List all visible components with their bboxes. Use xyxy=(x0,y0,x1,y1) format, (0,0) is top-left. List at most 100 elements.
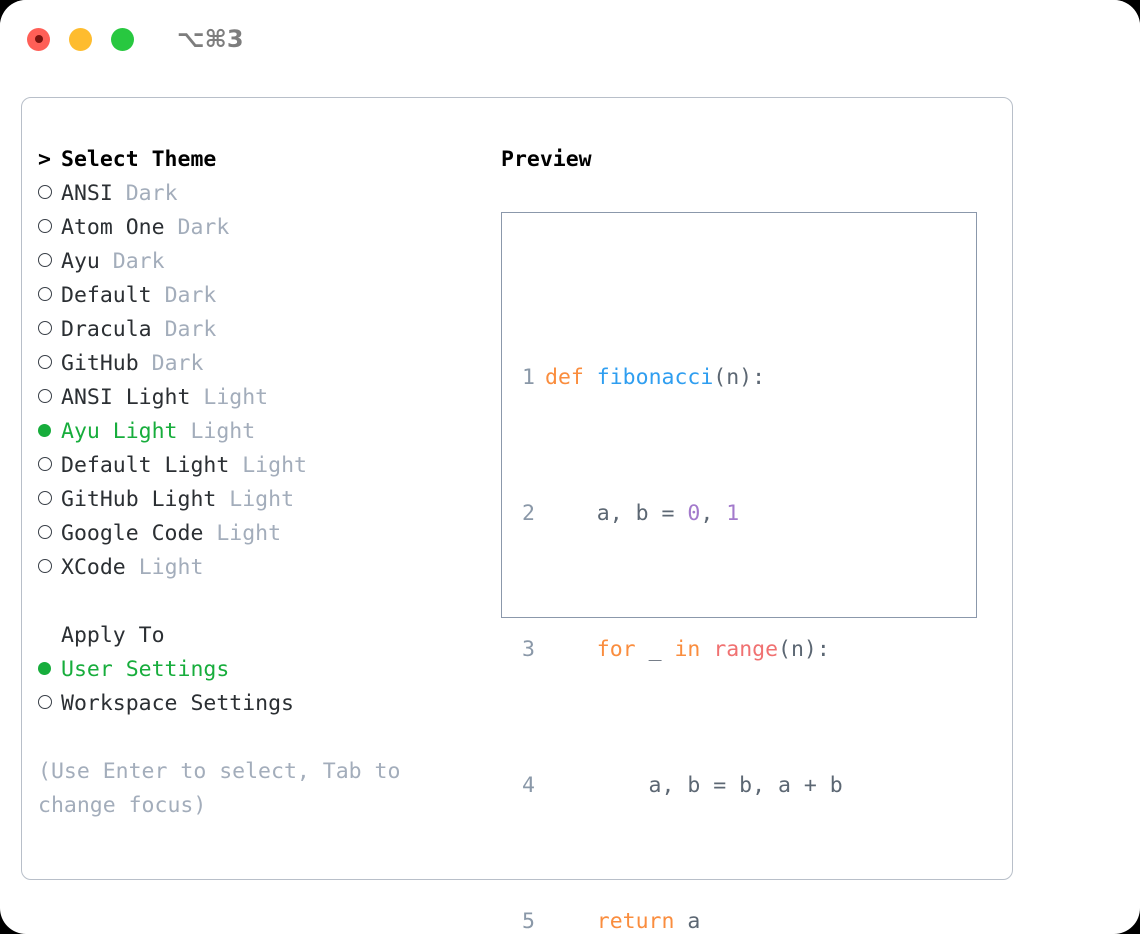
radio-unselected-icon[interactable] xyxy=(38,381,61,415)
radio-unselected-icon[interactable] xyxy=(38,313,61,347)
title-bar: ⌥⌘3 xyxy=(0,0,1140,78)
radio-selected-icon[interactable] xyxy=(38,415,61,449)
token-plain xyxy=(545,909,597,934)
traffic-light-controls xyxy=(27,27,134,51)
radio-unselected-icon[interactable] xyxy=(38,177,61,211)
token-function: fibonacci xyxy=(596,365,714,390)
theme-tag: Dark xyxy=(164,317,217,342)
theme-tag: Light xyxy=(190,419,256,444)
theme-list-item[interactable]: Ayu Dark xyxy=(38,245,478,279)
select-theme-heading-label: Select Theme xyxy=(61,147,217,172)
theme-tag: Light xyxy=(229,487,295,512)
theme-list-item[interactable]: Default Dark xyxy=(38,279,478,313)
apply-to-indent xyxy=(38,619,61,653)
radio-unselected-icon[interactable] xyxy=(38,449,61,483)
select-theme-heading: > Select Theme xyxy=(38,143,478,177)
line-number: 3 xyxy=(522,637,535,662)
line-number: 4 xyxy=(522,773,535,798)
theme-list-item[interactable]: GitHub Light Light xyxy=(38,483,478,517)
theme-name: XCode xyxy=(61,555,126,580)
theme-tag: Light xyxy=(138,555,204,580)
radio-unselected-icon[interactable] xyxy=(38,551,61,585)
radio-unselected-icon[interactable] xyxy=(38,279,61,313)
radio-unselected-icon[interactable] xyxy=(38,211,61,245)
token-keyword: in xyxy=(674,637,701,662)
theme-name: Default xyxy=(61,283,152,308)
zoom-button[interactable] xyxy=(111,27,134,51)
token-space xyxy=(584,365,597,390)
theme-list-item[interactable]: ANSI Dark xyxy=(38,177,478,211)
token-keyword: return xyxy=(596,909,675,934)
theme-list-item[interactable]: Dracula Dark xyxy=(38,313,478,347)
code-line: 5 return a xyxy=(517,905,882,934)
token-number: 1 xyxy=(726,501,740,526)
token-plain xyxy=(545,637,597,662)
theme-name: Ayu Light xyxy=(61,419,178,444)
token-plain: a, b = xyxy=(545,501,688,526)
theme-list-item[interactable]: ANSI Light Light xyxy=(38,381,478,415)
theme-name: GitHub Light xyxy=(61,487,217,512)
radio-unselected-icon[interactable] xyxy=(38,517,61,551)
token-plain: a xyxy=(674,909,701,934)
theme-name: Default Light xyxy=(61,453,230,478)
section-spacer xyxy=(38,585,478,619)
radio-unselected-icon[interactable] xyxy=(38,483,61,517)
theme-tag: Light xyxy=(216,521,282,546)
code-line: 4 a, b = b, a + b xyxy=(517,769,882,803)
radio-unselected-icon[interactable] xyxy=(38,347,61,381)
preview-heading: Preview xyxy=(501,147,592,172)
theme-list-item[interactable]: Google Code Light xyxy=(38,517,478,551)
token-punct: (n): xyxy=(713,365,766,390)
window-title: ⌥⌘3 xyxy=(177,25,244,53)
keyboard-hint: (Use Enter to select, Tab to change focu… xyxy=(38,759,414,818)
apply-to-group: Apply To User Settings Workspace Setting… xyxy=(38,619,478,721)
theme-tag: Light xyxy=(242,453,307,478)
apply-to-option-user[interactable]: User Settings xyxy=(38,653,478,687)
token-plain: _ xyxy=(635,637,675,662)
theme-list-item[interactable]: Atom One Dark xyxy=(38,211,478,245)
theme-list-item[interactable]: GitHub Dark xyxy=(38,347,478,381)
token-plain: a, b = b, a + b xyxy=(545,773,843,798)
token-punct: (n): xyxy=(778,637,830,662)
radio-unselected-icon[interactable] xyxy=(38,245,61,279)
theme-list-item[interactable]: Default Light Light xyxy=(38,449,478,483)
token-builtin: range xyxy=(713,637,779,662)
line-number: 5 xyxy=(522,909,535,934)
theme-tag: Dark xyxy=(164,283,217,308)
theme-tag: Dark xyxy=(151,351,204,376)
theme-list-item[interactable]: XCode Light xyxy=(38,551,478,585)
theme-list: ANSI Dark Atom One Dark Ayu Dark Default… xyxy=(38,177,478,585)
theme-name: Google Code xyxy=(61,521,204,546)
theme-name: Atom One xyxy=(61,215,165,240)
focus-caret-icon: > xyxy=(38,147,64,172)
theme-tag: Dark xyxy=(177,215,230,240)
code-line: 2 a, b = 0, 1 xyxy=(517,497,882,531)
theme-selector-column: > Select Theme ANSI Dark Atom One Dark A… xyxy=(38,143,478,823)
apply-to-heading: Apply To xyxy=(38,619,478,653)
theme-tag: Dark xyxy=(125,181,178,206)
theme-list-item-selected[interactable]: Ayu Light Light xyxy=(38,415,478,449)
theme-tag: Dark xyxy=(112,249,165,274)
apply-to-option-workspace[interactable]: Workspace Settings xyxy=(38,687,478,721)
apply-to-option-label: Workspace Settings xyxy=(61,691,294,716)
theme-name: Ayu xyxy=(61,249,100,274)
token-number: 0 xyxy=(687,501,701,526)
theme-name: Dracula xyxy=(61,317,152,342)
theme-name: ANSI xyxy=(61,181,113,206)
close-button[interactable] xyxy=(27,27,50,51)
token-plain: , xyxy=(700,501,727,526)
theme-name: GitHub xyxy=(61,351,139,376)
radio-unselected-icon[interactable] xyxy=(38,687,61,721)
apply-to-option-label: User Settings xyxy=(61,657,230,682)
theme-name: ANSI Light xyxy=(61,385,191,410)
main-panel: > Select Theme ANSI Dark Atom One Dark A… xyxy=(21,97,1013,934)
token-space xyxy=(700,637,713,662)
minimize-button[interactable] xyxy=(69,27,92,51)
radio-selected-icon[interactable] xyxy=(38,653,61,687)
theme-tag: Light xyxy=(203,385,269,410)
